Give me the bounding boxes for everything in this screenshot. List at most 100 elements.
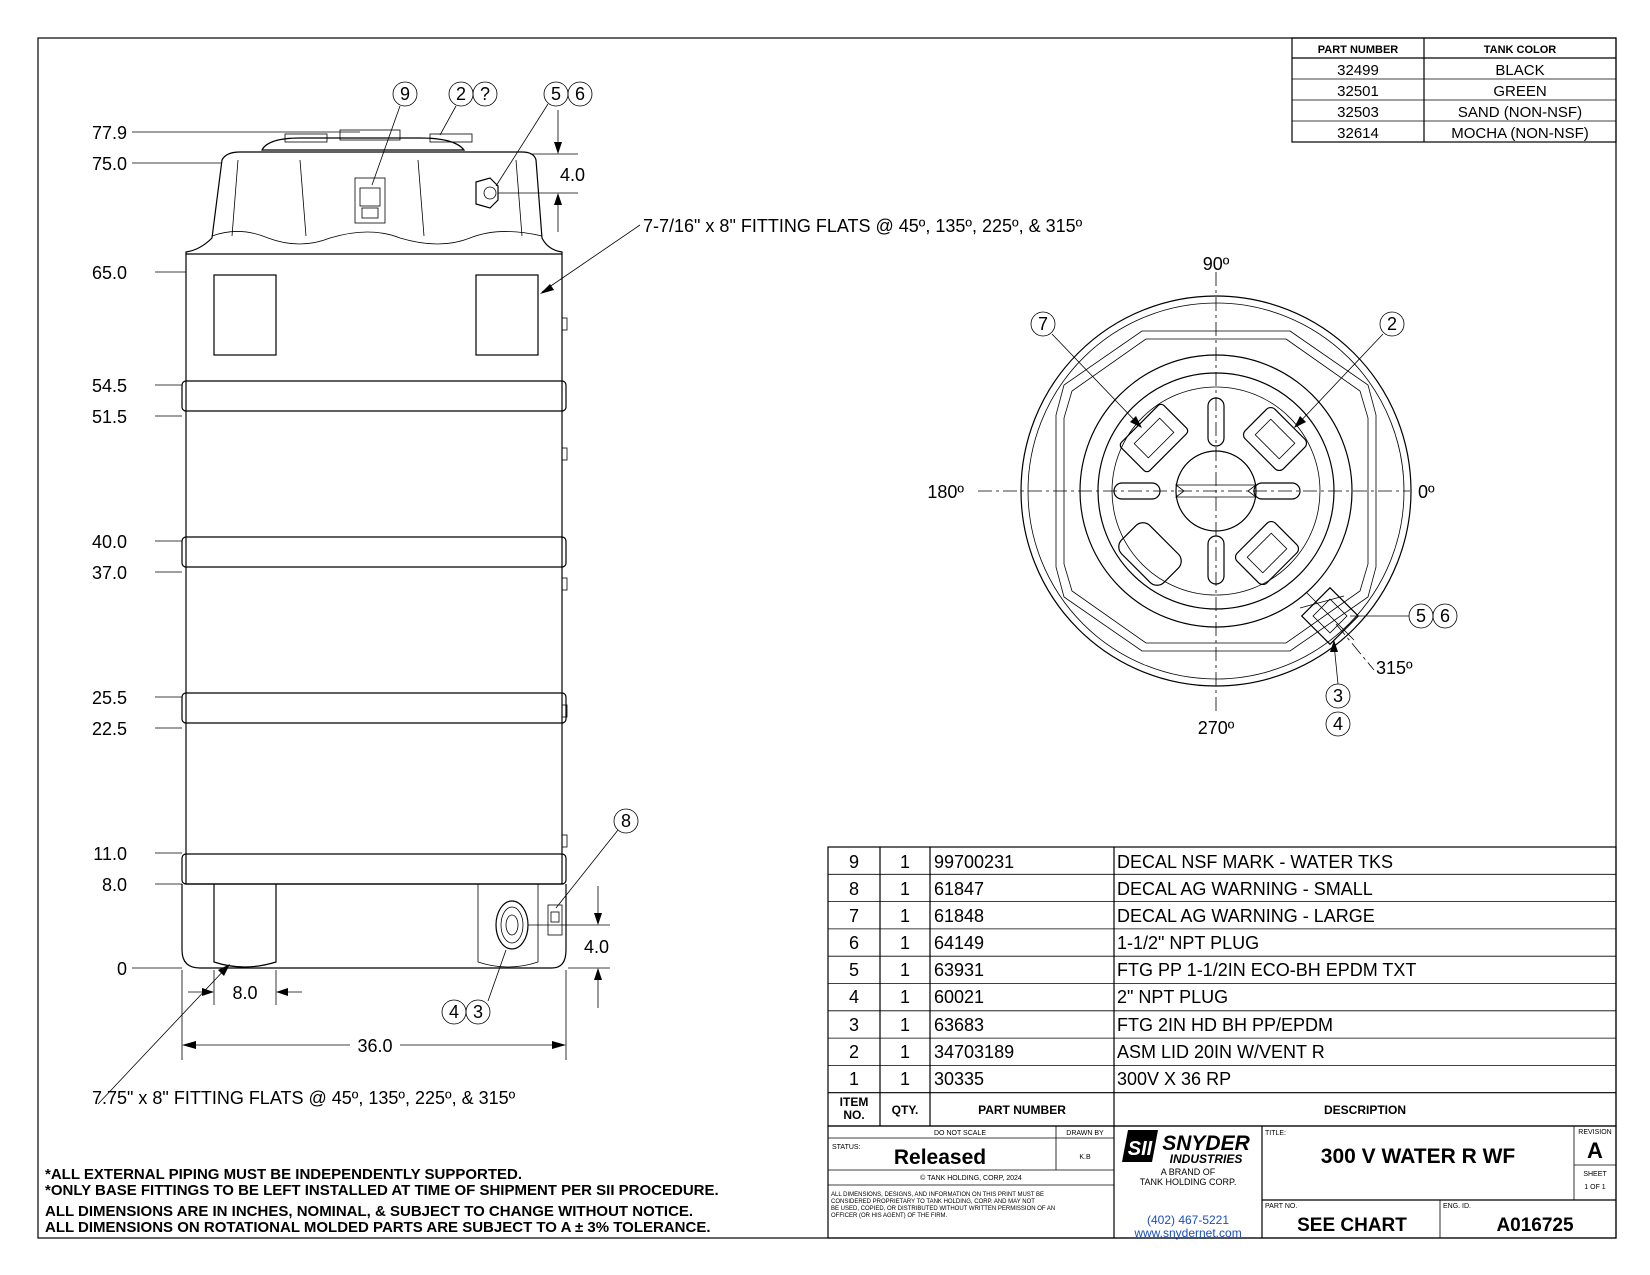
- bom-item-no: 1: [849, 1069, 859, 1089]
- copyright: © TANK HOLDING, CORP, 2024: [920, 1174, 1022, 1182]
- bom-part-number: 34703189: [934, 1042, 1014, 1062]
- plan-view: 90º 180º 0º 270º 315º 7 2 5 6 3 4: [927, 254, 1458, 738]
- bom-description: DECAL AG WARNING - SMALL: [1117, 879, 1373, 899]
- bom-part-number: 61847: [934, 879, 984, 899]
- part-color-table: PART NUMBER TANK COLOR 32499 BLACK 32501…: [1291, 37, 1617, 143]
- dim-height: 0: [117, 959, 127, 979]
- dim-height: 25.5: [92, 688, 127, 708]
- bom-description: 300V X 36 RP: [1117, 1069, 1231, 1089]
- octagonal-shoulder: [1055, 330, 1377, 652]
- top-fitting-dimension: 4.0: [498, 110, 585, 232]
- fitting-flat-notes: 7-7/16" x 8" FITTING FLATS @ 45º, 135º, …: [92, 216, 1083, 1108]
- bom-header-qty: QTY.: [892, 1103, 919, 1117]
- disclaimer-line: BE USED, COPIED, OR DISTRIBUTED WITHOUT …: [831, 1206, 1055, 1212]
- balloon-unknown: ?: [480, 84, 490, 104]
- balloon-6: 6: [575, 84, 585, 104]
- plan-fitting-315: [1299, 586, 1360, 646]
- lid-slots: [1113, 397, 1301, 585]
- drawn-by-value: K.B: [1079, 1154, 1091, 1161]
- sheet-border: [37, 37, 1617, 1239]
- nsf-decal: [354, 177, 386, 224]
- bom-part-number: 30335: [934, 1069, 984, 1089]
- fitting-flat: [475, 274, 539, 356]
- flat-width-dimension: 8.0: [188, 970, 302, 1005]
- phone-number: (402) 467-5221: [1147, 1213, 1229, 1227]
- part-number-cell: 32499: [1337, 62, 1379, 79]
- rib: [181, 380, 567, 412]
- rib: [181, 536, 567, 568]
- bom-qty: 1: [900, 960, 910, 980]
- disclaimer-line: ALL DIMENSIONS, DESIGNS, AND INFORMATION…: [831, 1192, 1044, 1198]
- bom-item-no: 6: [849, 933, 859, 953]
- balloon-7: 7: [1038, 314, 1048, 334]
- angle-180: 180º: [927, 482, 964, 502]
- snyder-logo: SII SNYDER INDUSTRIES: [1122, 1130, 1251, 1166]
- dim-flat-width: 8.0: [232, 983, 257, 1003]
- dim-height: 51.5: [92, 407, 127, 427]
- sheet-label: SHEET: [1583, 1171, 1607, 1178]
- bom-description: DECAL AG WARNING - LARGE: [1117, 906, 1375, 926]
- note-line: ALL DIMENSIONS ON ROTATIONAL MOLDED PART…: [45, 1219, 711, 1236]
- elevation-view: 77.9 75.0 65.0 54.5 51.5 40.0 37.0 25.5 …: [92, 81, 1083, 1108]
- bom-description: FTG PP 1-1/2IN ECO-BH EPDM TXT: [1117, 960, 1416, 980]
- warning-decal-large: [1119, 403, 1189, 473]
- bom-qty: 1: [900, 879, 910, 899]
- fitting-flat: [213, 274, 277, 356]
- logo-name: SNYDER: [1162, 1132, 1250, 1155]
- tank-color-cell: SAND (NON-NSF): [1458, 104, 1582, 121]
- bottom-fitting-dimension: 4.0: [528, 886, 610, 1008]
- note-line: *ONLY BASE FITTINGS TO BE LEFT INSTALLED…: [45, 1182, 719, 1199]
- disclaimer-line: OFFICER (OR HIS AGENT) OF THE FIRM.: [831, 1213, 948, 1219]
- bom-description: 2" NPT PLUG: [1117, 987, 1228, 1007]
- upper-fitting: [475, 177, 499, 209]
- dim-height: 54.5: [92, 376, 127, 396]
- balloon-5: 5: [1416, 606, 1426, 626]
- bom-item-no: 7: [849, 906, 859, 926]
- drawn-by-label: DRAWN BY: [1066, 1130, 1104, 1137]
- dim-height: 75.0: [92, 154, 127, 174]
- vent-decal: [1242, 406, 1308, 472]
- title-label: TITLE:: [1265, 1130, 1286, 1137]
- dim-height: 65.0: [92, 263, 127, 283]
- tank-outer-circle: [1020, 295, 1412, 687]
- dim-overall-width: 36.0: [357, 1036, 392, 1056]
- drawing-title: 300 V WATER R WF: [1321, 1145, 1516, 1168]
- note-line: ALL DIMENSIONS ARE IN INCHES, NOMINAL, &…: [45, 1203, 693, 1220]
- part-no-value: SEE CHART: [1297, 1215, 1407, 1236]
- elevation-balloons: 9 2 ? 5 6 8 4 3: [371, 81, 639, 1025]
- revision-value: A: [1587, 1138, 1603, 1163]
- bom-part-number: 63931: [934, 960, 984, 980]
- angle-270: 270º: [1198, 718, 1235, 738]
- col-header-part-number: PART NUMBER: [1318, 44, 1399, 56]
- bottom-fitting-flats-note: 7.75" x 8" FITTING FLATS @ 45º, 135º, 22…: [92, 1088, 516, 1108]
- angle-315: 315º: [1376, 658, 1413, 678]
- tank-color-cell: MOCHA (NON-NSF): [1451, 125, 1589, 142]
- balloon-4: 4: [1333, 714, 1343, 734]
- general-notes: *ALL EXTERNAL PIPING MUST BE INDEPENDENT…: [45, 1166, 719, 1236]
- bom-item-no: 4: [849, 987, 859, 1007]
- top-fitting-flats-note: 7-7/16" x 8" FITTING FLATS @ 45º, 135º, …: [643, 216, 1083, 236]
- angle-90: 90º: [1203, 254, 1230, 274]
- brand-line-2: TANK HOLDING CORP.: [1140, 1177, 1237, 1187]
- tank-color-cell: BLACK: [1495, 62, 1544, 79]
- balloon-4: 4: [449, 1002, 459, 1022]
- do-not-scale-label: DO NOT SCALE: [934, 1130, 986, 1137]
- dim-top-fitting: 4.0: [560, 165, 585, 185]
- col-header-tank-color: TANK COLOR: [1484, 44, 1557, 56]
- bom-part-number: 60021: [934, 987, 984, 1007]
- bom-item-no: 9: [849, 852, 859, 872]
- status-value: Released: [894, 1146, 986, 1169]
- height-dimensions: 77.9 75.0 65.0 54.5 51.5 40.0 37.0 25.5 …: [92, 123, 360, 979]
- sheet-value: 1 OF 1: [1584, 1184, 1606, 1191]
- lid-center: [1175, 450, 1257, 532]
- plan-balloons: 7 2 5 6 3 4: [1030, 311, 1458, 737]
- website-link[interactable]: www.snydernet.com: [1133, 1226, 1241, 1240]
- bom-qty: 1: [900, 987, 910, 1007]
- logo-mark: SII: [1128, 1138, 1153, 1160]
- brand-line-1: A BRAND OF: [1161, 1167, 1216, 1177]
- bom-header-part-number: PART NUMBER: [978, 1103, 1066, 1117]
- bom-part-number: 64149: [934, 933, 984, 953]
- eng-id-label: ENG. ID.: [1443, 1203, 1471, 1210]
- bom-header-no: NO.: [843, 1108, 864, 1122]
- bom-qty: 1: [900, 906, 910, 926]
